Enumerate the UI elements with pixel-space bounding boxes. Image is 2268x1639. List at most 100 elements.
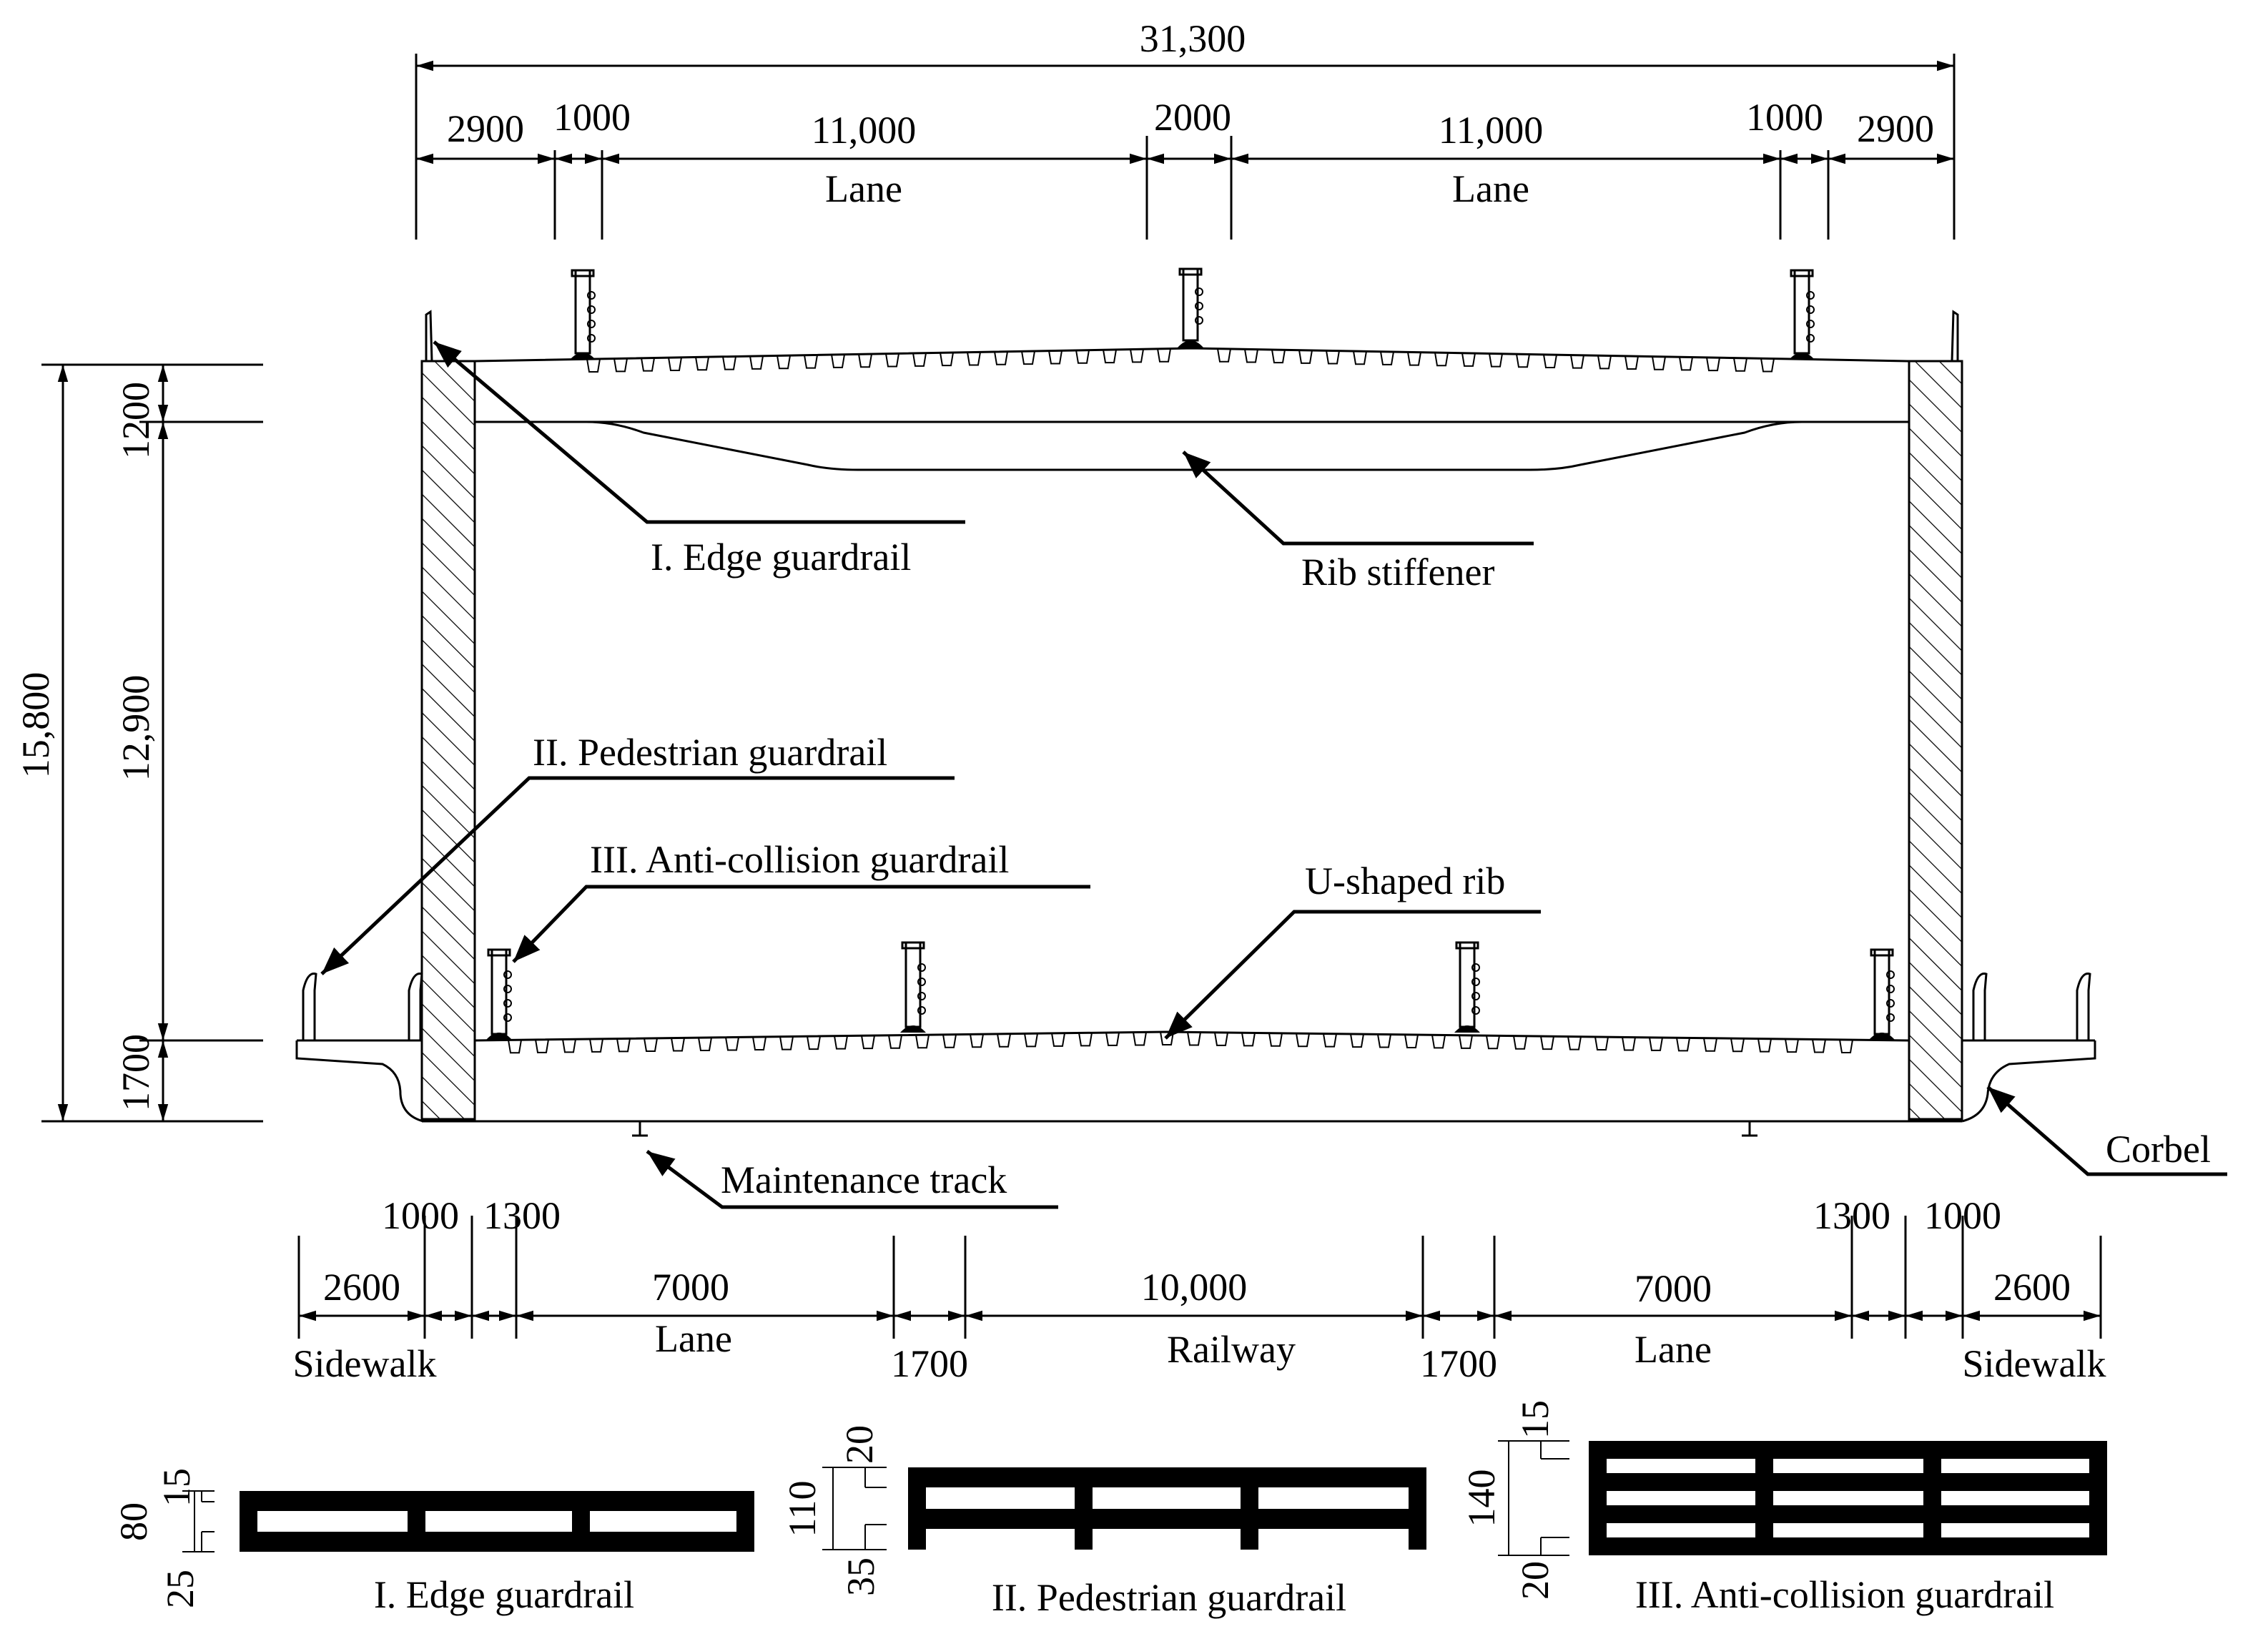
bottom-deck-u-ribs: [508, 1031, 1853, 1054]
u-rib: [1649, 1037, 1663, 1051]
label-anti-collision-guardrail: III. Anti-collision guardrail: [590, 838, 1009, 881]
u-rib: [1217, 348, 1231, 363]
dim-bottom-main-4: 2600: [1993, 1266, 2071, 1309]
anti-collision-guardrail-post: [1178, 267, 1203, 348]
u-rib: [725, 1037, 739, 1051]
u-rib: [1296, 1033, 1310, 1048]
anti-collision-guardrail-post: [1454, 941, 1480, 1033]
pedestrian-dim-20: 20: [838, 1425, 881, 1464]
u-rib: [834, 1035, 848, 1050]
u-rib: [1078, 1033, 1093, 1047]
height-top-deck-label: 1200: [114, 382, 157, 459]
u-rib: [1075, 350, 1090, 364]
u-rib: [641, 358, 655, 372]
u-rib: [671, 1038, 685, 1052]
left-web: [420, 360, 476, 1121]
u-rib: [1133, 1032, 1147, 1046]
u-rib: [1241, 1033, 1256, 1047]
u-rib: [616, 1038, 631, 1053]
u-rib: [1624, 355, 1639, 370]
zone-label-lane-left: Lane: [655, 1317, 732, 1360]
top-deck-u-ribs: [586, 348, 1775, 373]
u-rib: [508, 1040, 522, 1054]
u-rib: [1676, 1038, 1690, 1052]
u-rib: [1567, 1036, 1582, 1050]
u-rib: [1268, 1033, 1283, 1047]
dim-bottom-upper-1: 1300: [483, 1194, 561, 1237]
u-rib: [1105, 1032, 1120, 1046]
u-rib: [831, 354, 845, 368]
u-rib: [1785, 1038, 1799, 1053]
dim-top-5: 1000: [1746, 96, 1823, 139]
u-rib: [1160, 1031, 1174, 1046]
lane-label-left: Lane: [825, 167, 902, 210]
u-rib: [1513, 1035, 1527, 1050]
dim-top-3: 2000: [1154, 96, 1231, 139]
u-rib: [644, 1038, 658, 1052]
u-rib: [1839, 1039, 1853, 1053]
u-rib: [861, 1035, 875, 1050]
u-rib: [1326, 350, 1340, 365]
dim-bottom-main-0: 2600: [323, 1266, 400, 1309]
annotations: I. Edge guardrail Rib stiffener II. Pede…: [320, 340, 2227, 1209]
dim-bottom-upper-0: 1000: [382, 1194, 459, 1237]
u-rib: [1377, 1034, 1391, 1048]
u-rib: [1594, 1036, 1609, 1051]
u-rib: [885, 353, 899, 368]
u-rib: [698, 1037, 712, 1051]
u-rib: [779, 1036, 794, 1050]
edge-dim-80: 80: [112, 1502, 155, 1541]
u-rib: [776, 355, 791, 370]
edge-dim-15: 15: [155, 1468, 198, 1507]
u-rib: [1543, 354, 1557, 368]
dim-top-4: 11,000: [1439, 109, 1544, 152]
anti-collision-dim-20: 20: [1514, 1561, 1557, 1600]
u-rib: [1760, 358, 1775, 373]
u-rib: [749, 355, 764, 370]
label-corbel: Corbel: [2106, 1128, 2211, 1171]
anti-collision-guardrail-post: [1869, 948, 1895, 1040]
u-rib: [1024, 1033, 1038, 1048]
u-rib: [807, 1035, 821, 1050]
pedestrian-guardrail-caption: II. Pedestrian guardrail: [992, 1576, 1346, 1619]
u-rib: [1703, 1038, 1717, 1052]
right-web: [1908, 360, 1963, 1121]
u-rib: [1489, 353, 1503, 368]
u-rib: [1652, 356, 1666, 370]
anti-collision-dim-140: 140: [1460, 1470, 1503, 1527]
edge-guardrail-caption: I. Edge guardrail: [374, 1573, 634, 1616]
u-rib: [1244, 349, 1258, 363]
dim-top-6: 2900: [1857, 107, 1934, 150]
u-rib: [1353, 351, 1367, 365]
u-rib: [1622, 1037, 1636, 1051]
label-pedestrian-guardrail: II. Pedestrian guardrail: [533, 731, 887, 774]
dim-top-1: 1000: [553, 96, 631, 139]
zone-label-sidewalk-right: Sidewalk: [1963, 1342, 2106, 1385]
dim-bottom-main-1: 7000: [652, 1266, 729, 1309]
edge-guardrail-post-right: [1951, 310, 1959, 362]
u-rib: [589, 1038, 603, 1053]
u-rib: [1459, 1035, 1473, 1049]
u-rib: [1706, 357, 1720, 372]
pedestrian-guardrail-detail: 20 110 35 II. Pedestrian guardrail: [781, 1425, 1426, 1619]
u-rib: [1350, 1033, 1364, 1048]
u-rib: [1157, 348, 1171, 363]
zone-label-lane-right: Lane: [1635, 1328, 1712, 1371]
u-rib: [942, 1034, 957, 1048]
u-rib: [1733, 358, 1747, 372]
height-clear-label: 12,900: [114, 675, 157, 782]
bridge-structure: [295, 267, 2096, 1137]
top-dimensions: 31,300 2900 1000 11,000 2000 11,000 1000…: [415, 17, 1956, 240]
u-rib: [1271, 349, 1286, 364]
edge-guardrail-post-left: [425, 310, 433, 362]
pedestrian-dim-110: 110: [781, 1481, 824, 1537]
vertical-dimensions: 15,800 1200 12,900 1700: [14, 363, 263, 1123]
u-rib: [858, 354, 872, 368]
lane-label-right: Lane: [1452, 167, 1529, 210]
u-rib: [997, 1033, 1011, 1048]
label-u-shaped-rib: U-shaped rib: [1305, 860, 1505, 902]
edge-guardrail-detail: 15 80 25 I. Edge guardrail: [112, 1468, 754, 1616]
dim-top-0: 2900: [447, 107, 524, 150]
anti-collision-guardrail-post: [900, 941, 926, 1033]
dim-bottom-upper-3: 1000: [1924, 1194, 2001, 1237]
